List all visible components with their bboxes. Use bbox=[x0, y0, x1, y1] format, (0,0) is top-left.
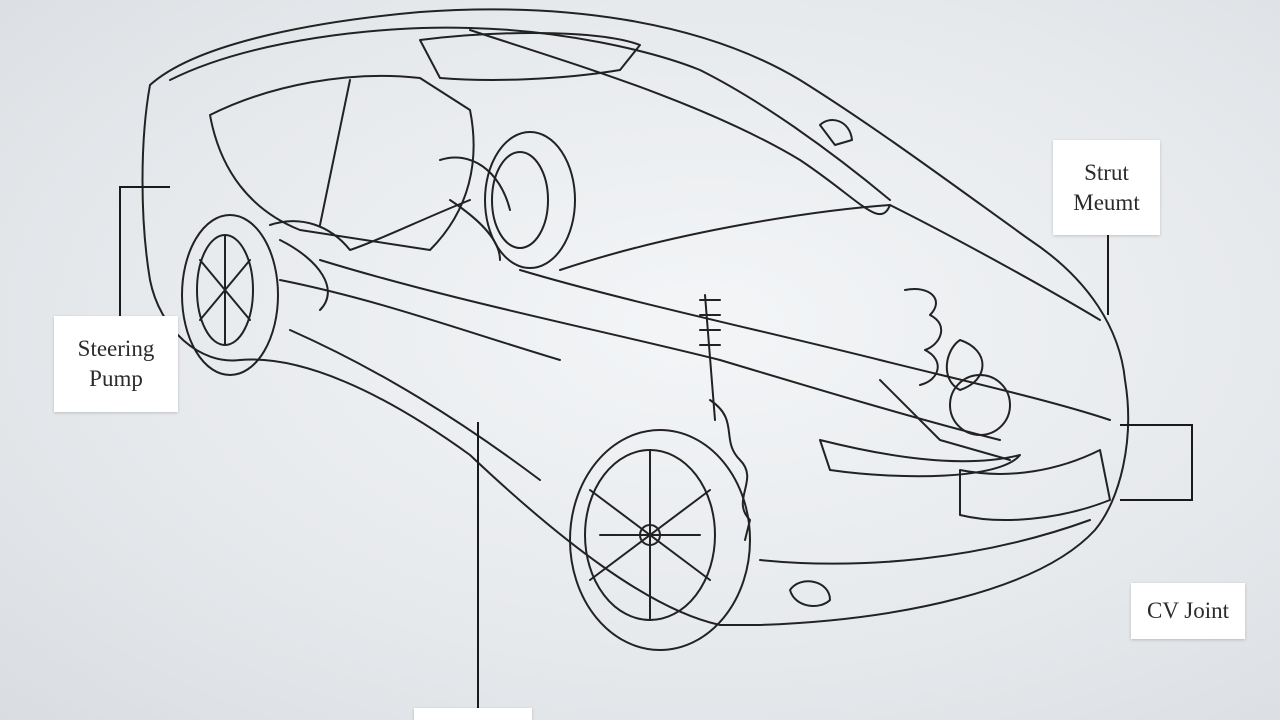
headlight bbox=[819, 439, 1021, 478]
steering-linkage bbox=[269, 199, 471, 251]
internal-wheel-assembly bbox=[439, 131, 576, 269]
callout-steering-pump: Steering Pump bbox=[54, 316, 178, 412]
callout-cv-joint-label: CV Joint bbox=[1146, 598, 1230, 623]
door-line bbox=[279, 279, 561, 361]
hood-crease bbox=[519, 269, 1111, 421]
leader-line-cv bbox=[1120, 424, 1193, 501]
front-strut-right bbox=[879, 288, 1011, 461]
hood-line bbox=[559, 204, 1101, 321]
side-window bbox=[209, 74, 475, 251]
roof-panel bbox=[169, 26, 891, 201]
car-body-outline bbox=[141, 8, 1130, 626]
side-mirror bbox=[819, 119, 853, 146]
pillar bbox=[319, 79, 351, 226]
bumper-line bbox=[759, 519, 1091, 565]
sunroof bbox=[419, 32, 641, 81]
fog-lamp bbox=[789, 580, 831, 607]
front-strut-left bbox=[699, 294, 751, 541]
windshield bbox=[469, 29, 891, 216]
grille bbox=[959, 449, 1111, 521]
steering-rack bbox=[279, 239, 329, 311]
rocker-line bbox=[289, 329, 541, 481]
leader-line-steering bbox=[119, 186, 170, 316]
rear-wheel bbox=[181, 214, 279, 376]
callout-cv-joint: CV Joint bbox=[1131, 583, 1245, 639]
callout-strut-mount: Strut Meumt bbox=[1053, 140, 1160, 235]
callout-steering-pump-line1: Steering bbox=[77, 336, 155, 361]
callout-bottom-partial bbox=[414, 708, 532, 720]
drive-shaft bbox=[319, 259, 1001, 441]
callout-strut-mount-line2: Meumt bbox=[1073, 189, 1140, 215]
callout-strut-mount-line1: Strut bbox=[1084, 159, 1129, 185]
callout-steering-pump-line2: Pump bbox=[89, 366, 143, 391]
front-wheel bbox=[569, 429, 751, 651]
